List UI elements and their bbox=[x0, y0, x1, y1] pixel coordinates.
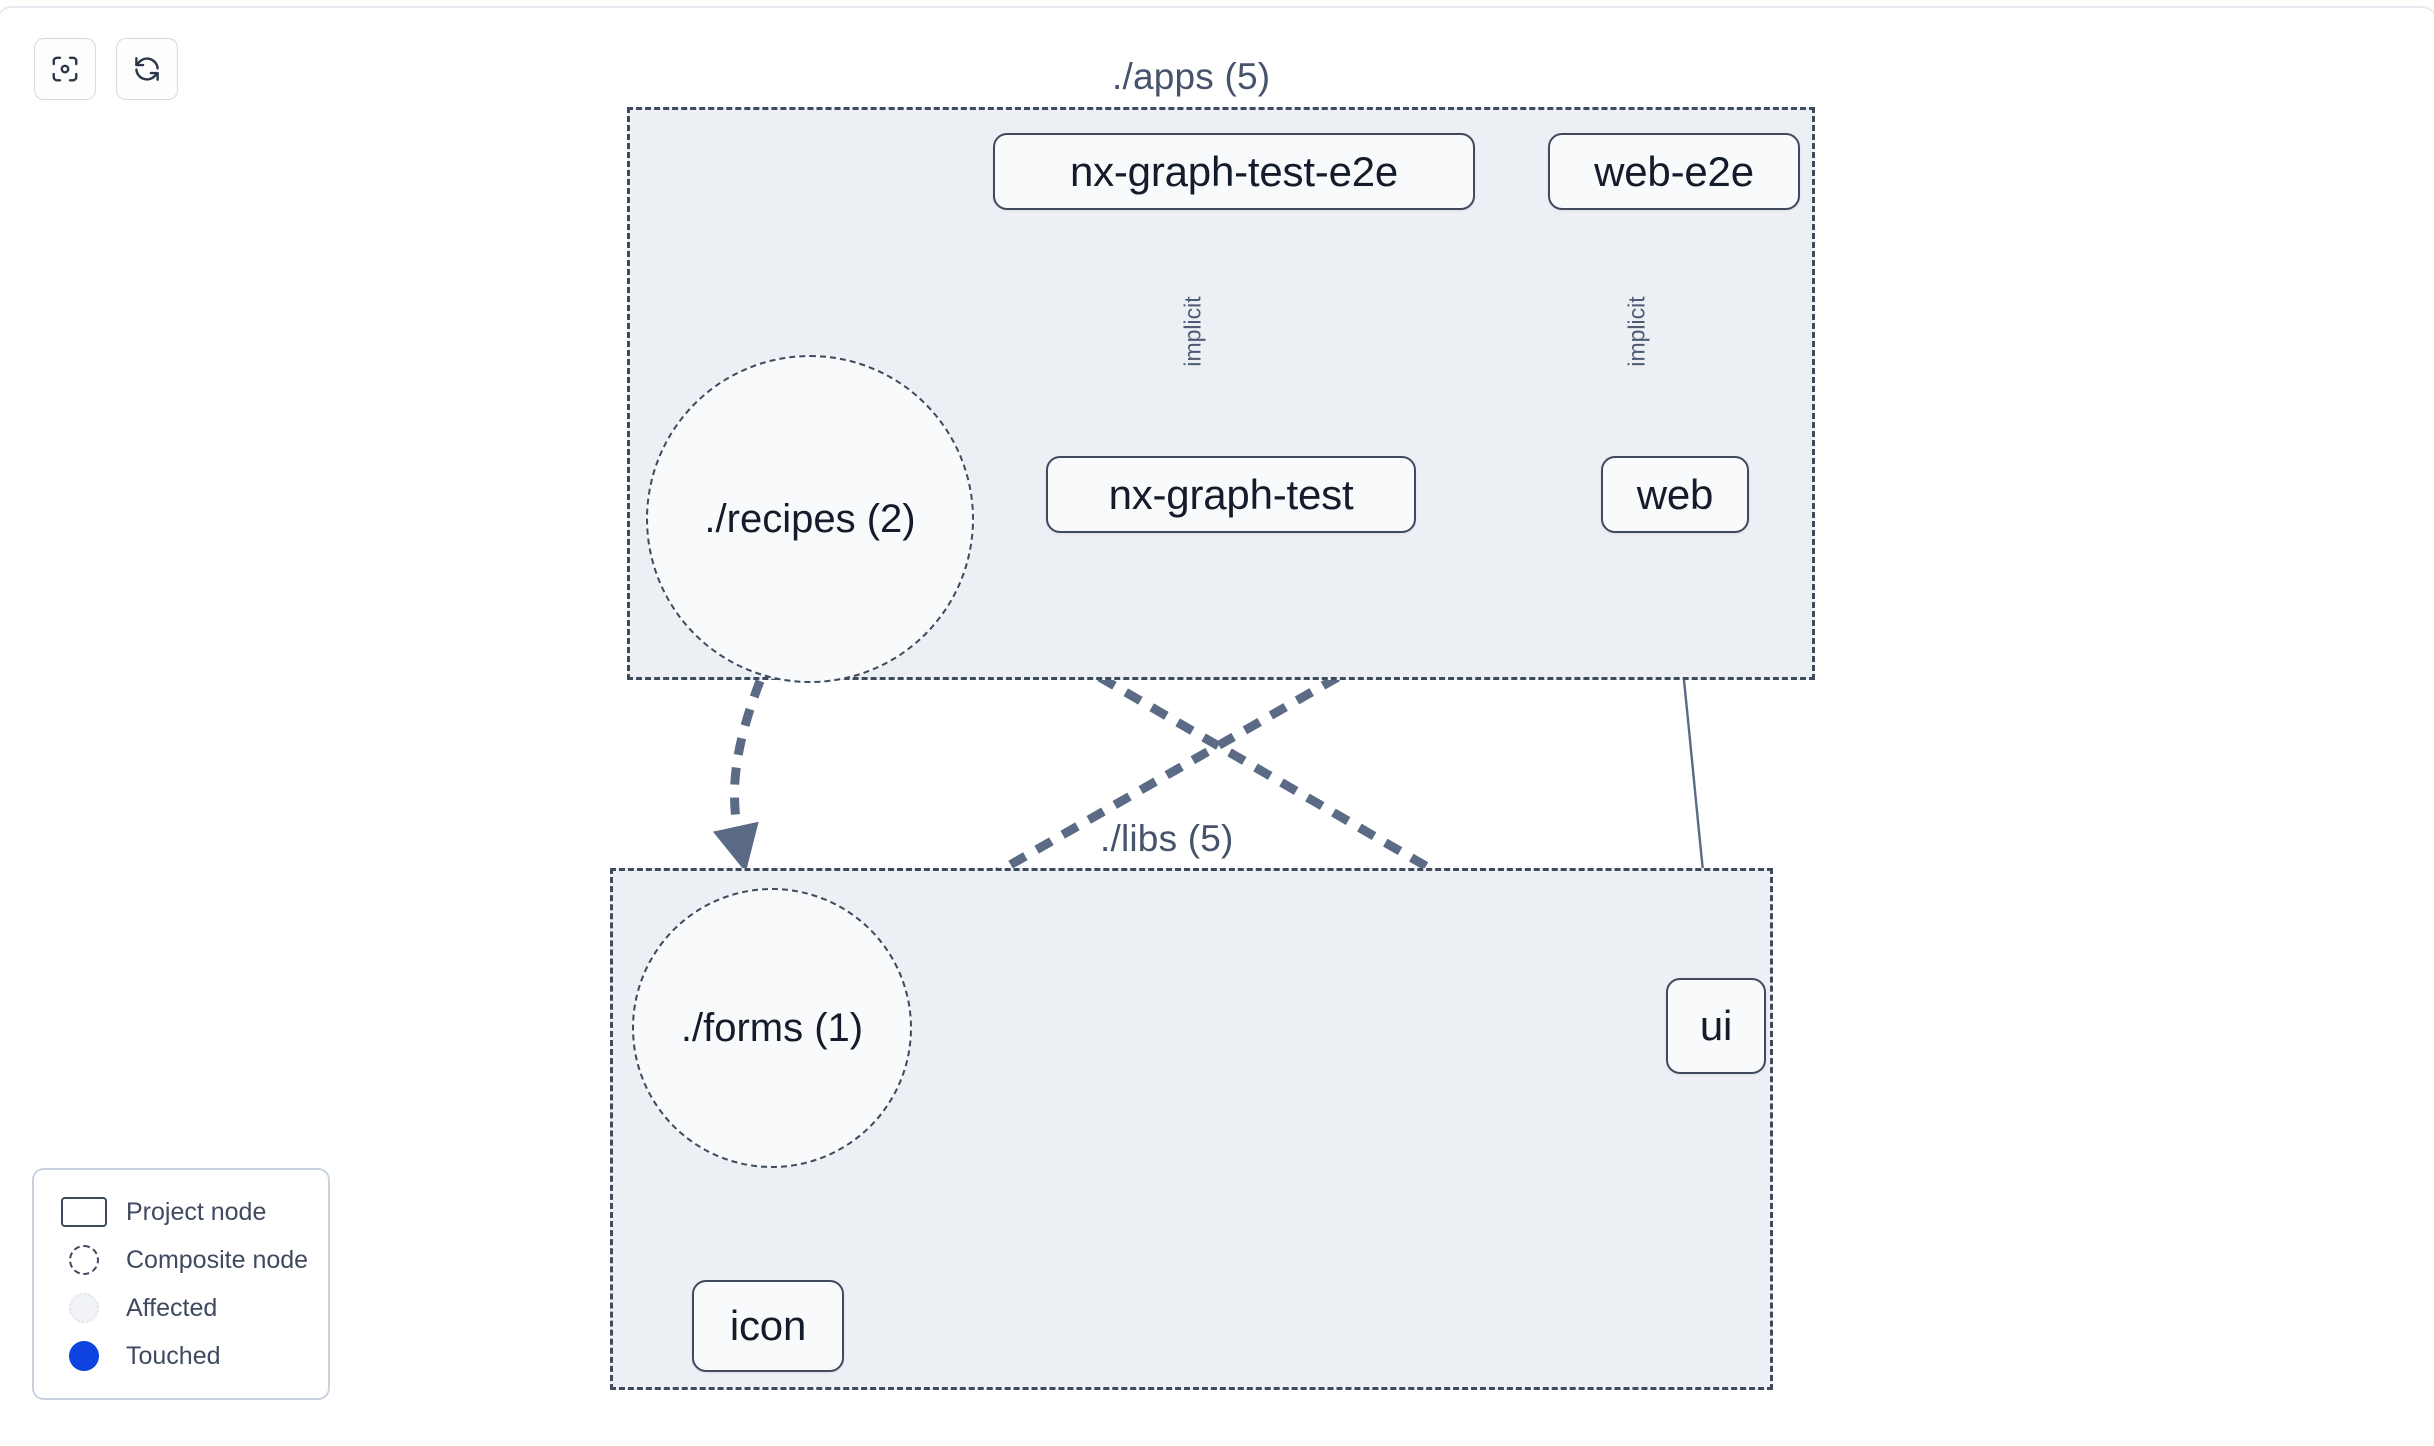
node-label: ./recipes (2) bbox=[704, 496, 916, 541]
legend-label: Affected bbox=[126, 1293, 218, 1322]
edge-recipes-to-forms[interactable] bbox=[712, 679, 765, 873]
edge-label-implicit-web: implicit bbox=[1623, 296, 1650, 367]
graph-toolbar bbox=[34, 38, 178, 100]
project-node-nx-graph-test[interactable]: nx-graph-test bbox=[1046, 456, 1416, 533]
project-node-nx-graph-test-e2e[interactable]: nx-graph-test-e2e bbox=[993, 133, 1475, 210]
affected-swatch bbox=[56, 1293, 112, 1323]
legend-label: Composite node bbox=[126, 1245, 309, 1274]
legend-item-touched: Touched bbox=[56, 1332, 306, 1380]
node-label: web bbox=[1636, 470, 1714, 518]
composite-node-recipes[interactable]: ./recipes (2) bbox=[646, 355, 974, 683]
touched-swatch bbox=[56, 1341, 112, 1371]
project-node-ui[interactable]: ui bbox=[1666, 978, 1766, 1074]
legend-label: Project node bbox=[126, 1197, 267, 1226]
group-label-apps: ./apps (5) bbox=[1112, 56, 1271, 97]
legend-item-affected: Affected bbox=[56, 1284, 306, 1332]
edge-label-implicit-nx-graph-test: implicit bbox=[1179, 296, 1206, 367]
legend-item-composite-node: Composite node bbox=[56, 1236, 309, 1284]
node-label: ui bbox=[1699, 1002, 1733, 1049]
node-label: web-e2e bbox=[1594, 147, 1754, 195]
node-label: nx-graph-test-e2e bbox=[1069, 147, 1399, 195]
composite-node-forms[interactable]: ./forms (1) bbox=[632, 888, 912, 1168]
project-node-web-e2e[interactable]: web-e2e bbox=[1548, 133, 1800, 210]
node-label: icon bbox=[729, 1302, 807, 1349]
project-node-web[interactable]: web bbox=[1601, 456, 1749, 533]
focus-graph-button[interactable] bbox=[34, 38, 96, 100]
node-label: nx-graph-test bbox=[1108, 470, 1354, 518]
composite-node-swatch bbox=[56, 1245, 112, 1275]
refresh-graph-button[interactable] bbox=[116, 38, 178, 100]
project-node-icon[interactable]: icon bbox=[692, 1280, 844, 1372]
group-label-libs: ./libs (5) bbox=[1100, 818, 1234, 859]
legend-label: Touched bbox=[126, 1341, 221, 1370]
refresh-icon bbox=[132, 54, 162, 84]
focus-target-icon bbox=[50, 54, 80, 84]
legend-item-project-node: Project node bbox=[56, 1188, 306, 1236]
project-node-swatch bbox=[56, 1197, 112, 1227]
node-label: ./forms (1) bbox=[680, 1005, 864, 1050]
graph-legend: Project node Composite node Affected Tou… bbox=[32, 1168, 330, 1400]
